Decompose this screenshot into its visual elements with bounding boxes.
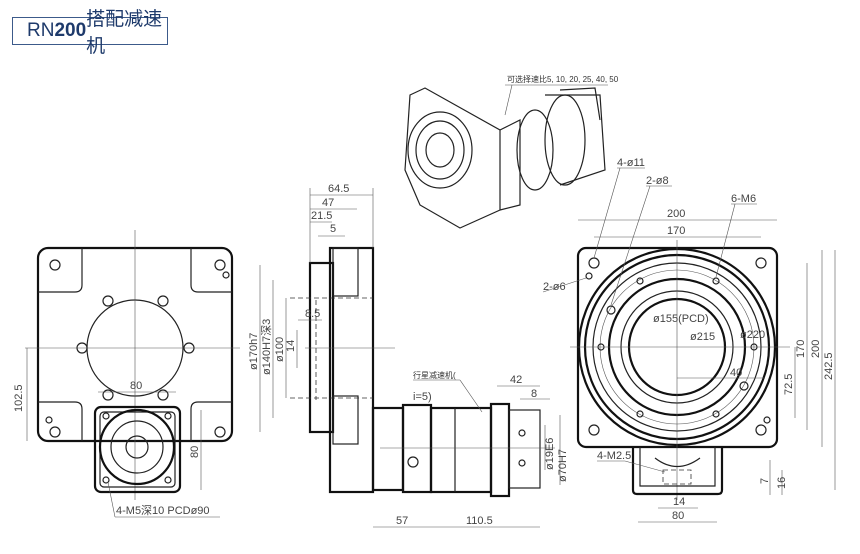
note-d220: ø220	[740, 329, 765, 341]
title-suffix: 搭配减速机	[86, 9, 163, 57]
note-pcd: ø155(PCD)	[653, 313, 709, 325]
dim-64-5: 64.5	[328, 183, 349, 195]
top-view: 200 170 170 200 242.5 72.5 40 7 16 14 80…	[542, 157, 836, 523]
dim-14: 14	[285, 340, 297, 352]
dim-42: 42	[510, 374, 522, 386]
dim-16: 16	[776, 477, 788, 489]
dim-40: 40	[730, 367, 742, 379]
note-2-d8: 2-ø8	[646, 175, 669, 187]
dim-110-5: 110.5	[466, 515, 493, 527]
front-view: 102.5 80 80 4-M5深10 PCDø90	[13, 230, 240, 518]
dim-7: 7	[759, 478, 771, 484]
dim-242-5: 242.5	[823, 352, 835, 380]
dim-8: 8	[531, 388, 537, 400]
dim-170h7: ø170h7	[248, 333, 260, 370]
dim-80-side: 80	[189, 446, 201, 458]
dim-72-5: 72.5	[783, 374, 795, 395]
dim-47: 47	[322, 197, 334, 209]
dim-140h7: ø140H7深3	[260, 319, 273, 375]
dim-19e6: ø19E6	[544, 438, 556, 470]
dim-170-height: 170	[795, 340, 807, 358]
dim-57: 57	[396, 515, 408, 527]
dim-102-5: 102.5	[13, 384, 25, 412]
title-prefix: RN	[27, 20, 55, 41]
reducer-ratio: i=5)	[413, 391, 432, 403]
dim-200-width: 200	[667, 208, 685, 220]
dim-5: 5	[330, 223, 336, 235]
note-4-d11: 4-ø11	[617, 157, 645, 169]
dim-70h7: ø70H7	[557, 449, 569, 482]
dim-14-bottom: 14	[673, 496, 685, 508]
dim-21-5: 21.5	[311, 210, 332, 222]
note-4-m2-5: 4-M2.5	[597, 450, 631, 462]
title-number: 200	[54, 20, 87, 41]
note-6-m6: 6-M6	[731, 193, 756, 205]
isometric-view: 可选择速比5, 10, 20, 25, 40, 50	[404, 74, 619, 229]
dim-200-height: 200	[810, 340, 822, 358]
dim-8-5: 8.5	[305, 308, 320, 320]
note-d215: ø215	[690, 331, 715, 343]
side-view: 64.5 47 21.5 5 ø170h7 ø140H7深3 ø100 14 8…	[248, 183, 569, 528]
ratio-note: 可选择速比5, 10, 20, 25, 40, 50	[507, 74, 619, 84]
dim-100: ø100	[274, 337, 286, 362]
dim-80-bottom: 80	[672, 510, 684, 522]
reducer-label: 行星减速机(	[413, 370, 456, 380]
hole-note: 4-M5深10 PCDø90	[116, 504, 210, 517]
dim-170-width: 170	[667, 225, 685, 237]
dim-80-width: 80	[130, 380, 142, 392]
